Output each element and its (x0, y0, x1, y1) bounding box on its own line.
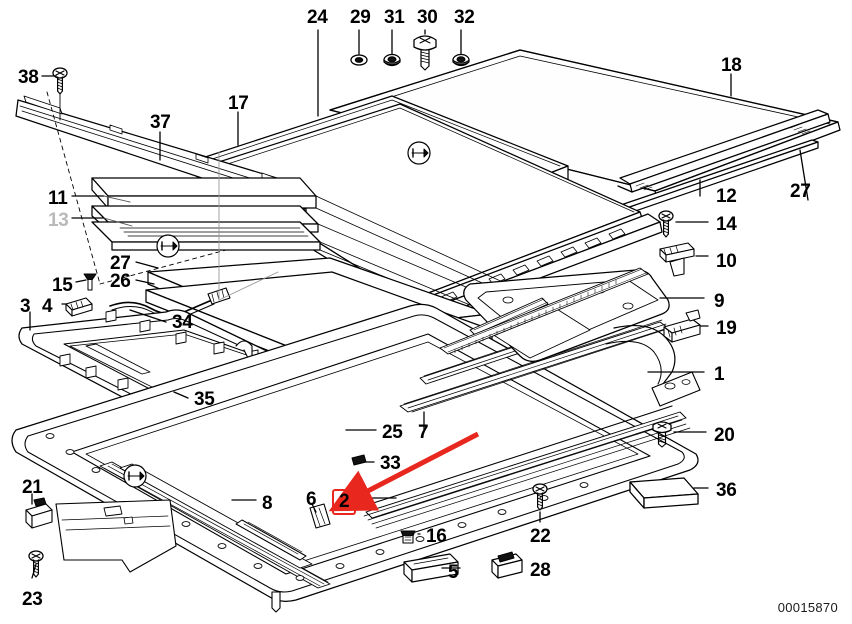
callout-12: 12 (716, 186, 737, 207)
callout-26: 26 (110, 271, 131, 292)
callout-33: 33 (380, 453, 401, 474)
callout-13: 13 (48, 210, 69, 231)
callout-2[interactable]: 2 (332, 489, 357, 515)
callout-7: 7 (418, 422, 429, 443)
callout-21: 21 (22, 477, 43, 498)
callout-17: 17 (228, 93, 249, 114)
callout-19: 19 (716, 318, 737, 339)
callout-9: 9 (714, 291, 725, 312)
callout-25: 25 (382, 422, 403, 443)
callout-1: 1 (714, 364, 725, 385)
callout-37: 37 (150, 112, 171, 133)
callout-5: 5 (448, 562, 459, 583)
callout-29: 29 (350, 7, 371, 28)
diagram-part-number: 00015870 (777, 600, 838, 615)
callout-27: 27 (790, 181, 811, 202)
callout-24: 24 (307, 7, 328, 28)
callout-36: 36 (716, 480, 737, 501)
callout-32: 32 (454, 7, 475, 28)
callout-16: 16 (426, 526, 447, 547)
callout-27: 27 (110, 253, 131, 274)
callout-38: 38 (18, 67, 39, 88)
callout-10: 10 (716, 251, 737, 272)
callout-20: 20 (714, 425, 735, 446)
callout-30: 30 (417, 7, 438, 28)
callout-15: 15 (52, 275, 73, 296)
callout-18: 18 (721, 55, 742, 76)
callout-14: 14 (716, 214, 737, 235)
callout-34: 34 (172, 312, 193, 333)
callout-35: 35 (194, 389, 215, 410)
callout-11: 11 (48, 188, 68, 209)
callout-22: 22 (530, 526, 551, 547)
highlight-arrow (328, 431, 480, 512)
callout-28: 28 (530, 560, 551, 581)
callout-23: 23 (22, 589, 43, 610)
callout-3: 3 (20, 296, 31, 317)
callout-6: 6 (306, 489, 317, 510)
callout-4: 4 (42, 296, 53, 317)
callout-31: 31 (384, 7, 405, 28)
callout-8: 8 (262, 493, 273, 514)
